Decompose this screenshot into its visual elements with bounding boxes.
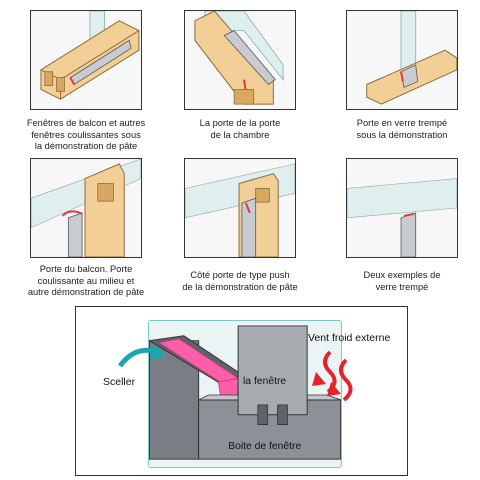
- balcony-window-illustration: [31, 11, 141, 109]
- caption-5: Côté porte de type push de la démonstrat…: [182, 270, 298, 292]
- push-door-illustration: [185, 159, 295, 257]
- panel-balcony-window: [30, 10, 142, 110]
- panel-push-door: [184, 158, 296, 258]
- balcony-sliding-door-illustration: [31, 159, 141, 257]
- caption-4: Porte du balcon. Porte coulissante au mi…: [27, 264, 145, 297]
- caption-3: Porte en verre trempé sous la démonstrat…: [356, 118, 448, 140]
- cold-wind-label: Vent froid externe: [308, 332, 391, 344]
- window-box-cross-section: la fenêtre Boite de fenêtre: [149, 325, 341, 460]
- window-label: la fenêtre: [243, 376, 286, 387]
- window-box-label: Boite de fenêtre: [228, 441, 301, 452]
- tempered-glass-examples-illustration: [347, 159, 457, 257]
- caption-1: Fenêtres de balcon et autres fenêtres co…: [26, 118, 146, 151]
- seal-label: Sceller: [103, 376, 136, 388]
- caption-6: Deux exemples de verre trempé: [363, 270, 441, 292]
- panel-bedroom-door: [184, 10, 296, 110]
- bedroom-door-illustration: [185, 11, 295, 109]
- tempered-glass-door-illustration: [347, 11, 457, 109]
- caption-2: La porte de la porte de la chambre: [199, 118, 281, 140]
- seal-diagram: la fenêtre Boite de fenêtre: [148, 320, 342, 468]
- panel-tempered-glass-examples: [346, 158, 458, 258]
- panel-balcony-sliding-door: [30, 158, 142, 258]
- panel-tempered-glass-door: [346, 10, 458, 110]
